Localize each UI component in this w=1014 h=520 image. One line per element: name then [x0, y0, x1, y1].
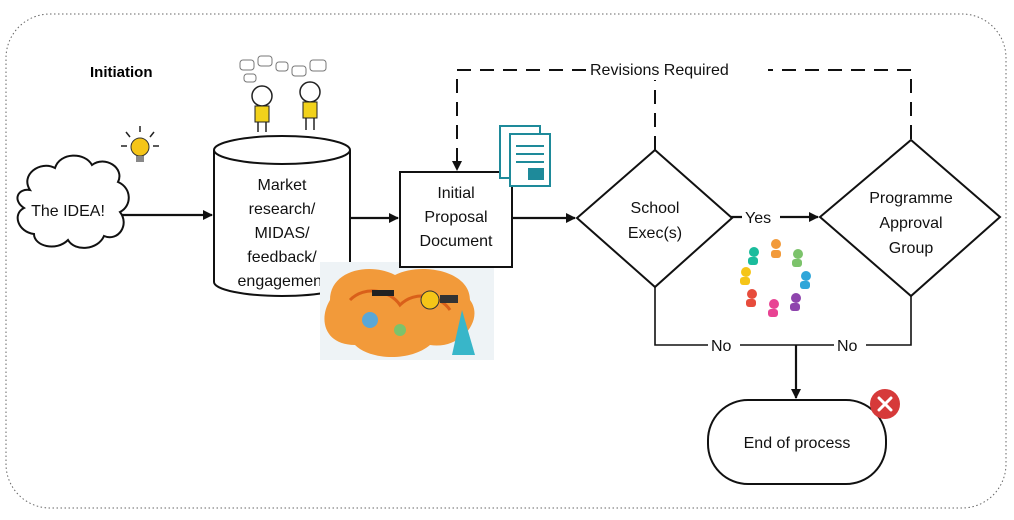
edge-label-yes: Yes	[745, 210, 771, 227]
research-node: Market research/ MIDAS/ feedback/ engage…	[213, 135, 351, 297]
proposal-node: Initial Proposal Document	[399, 171, 513, 268]
lightbulb-icon	[121, 126, 159, 162]
idea-node: The IDEA!	[16, 154, 130, 249]
school-exec-node: School Exec(s)	[575, 148, 734, 289]
close-icon	[870, 389, 900, 419]
revisions-loop-arrow	[452, 69, 655, 171]
edge-label-no-left: No	[711, 338, 732, 355]
research-line-5: engagement	[238, 273, 328, 290]
research-line-4: feedback/	[247, 249, 317, 266]
approval-line-1: Programme	[869, 190, 953, 207]
school-exec-line-2: Exec(s)	[628, 225, 682, 242]
approval-line-3: Group	[889, 240, 934, 257]
people-talking-icon	[239, 55, 327, 132]
proposal-line-3: Document	[420, 233, 493, 250]
proposal-line-1: Initial	[437, 185, 474, 202]
idea-label: The IDEA!	[31, 203, 105, 220]
end-label: End of process	[744, 435, 851, 452]
proposal-line-2: Proposal	[424, 209, 487, 226]
research-line-3: MIDAS/	[254, 225, 310, 242]
yes-label-bg	[742, 206, 780, 228]
no-right-bg	[834, 335, 866, 355]
research-line-2: research/	[249, 201, 316, 218]
approval-group-node: Programme Approval Group	[818, 138, 1002, 298]
brain-collage-icon	[320, 262, 494, 360]
outer-frame	[5, 13, 1007, 509]
no-branch-line	[654, 287, 912, 346]
revisions-loop-right	[654, 69, 912, 150]
no-left-bg	[708, 335, 740, 355]
edge-label-revisions: Revisions Required	[590, 62, 729, 79]
document-icon	[499, 125, 551, 187]
end-node: End of process	[707, 399, 887, 485]
approval-line-2: Approval	[879, 215, 942, 232]
research-line-1: Market	[258, 177, 307, 194]
edge-label-no-right: No	[837, 338, 858, 355]
revisions-label-bg	[588, 58, 768, 80]
school-exec-line-1: School	[631, 200, 680, 217]
section-title: Initiation	[90, 64, 153, 81]
team-circle-icon	[740, 239, 811, 317]
